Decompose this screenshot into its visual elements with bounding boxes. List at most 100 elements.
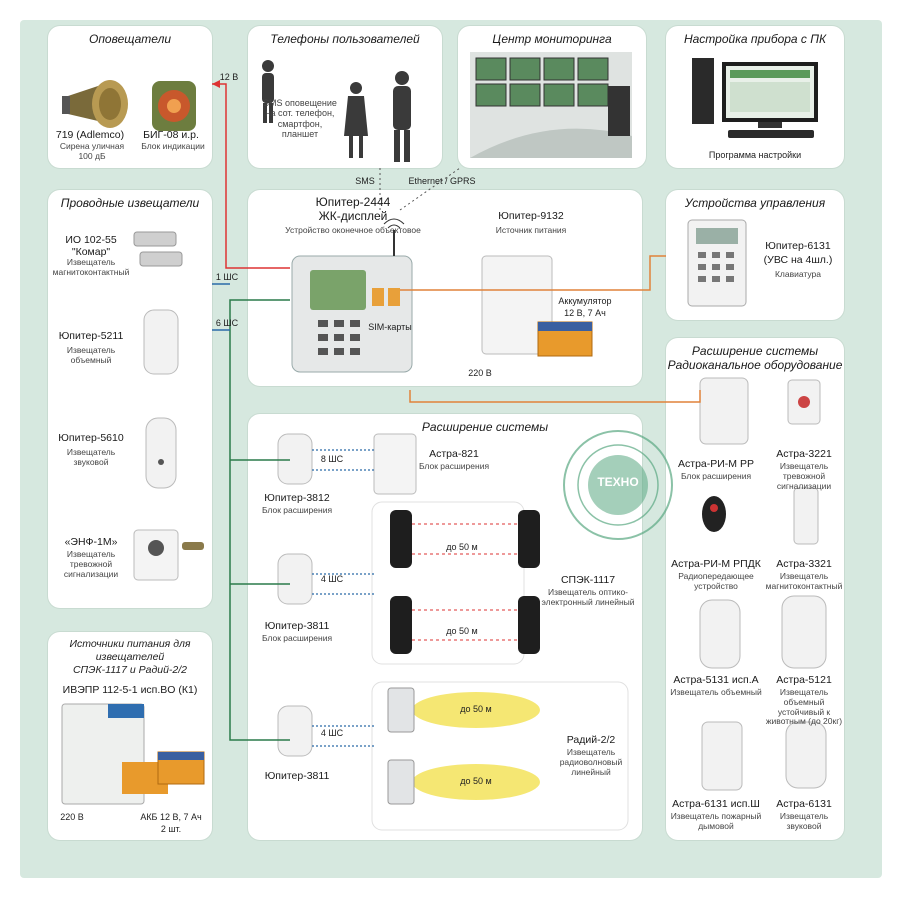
wired-detector-icons [133, 231, 204, 581]
radio-beam-zone-1 [412, 692, 540, 728]
astra821-desc: Блок расширения [418, 461, 490, 471]
d4-desc: Извещатель тревожной сигнализации [63, 549, 119, 579]
shs4b-label: 4 ШС [320, 728, 344, 738]
line-12v-label: 12 В [219, 72, 239, 82]
battery-desc: 12 В, 7 Ач [564, 308, 606, 318]
expansion-icons [277, 433, 629, 831]
panel-phones: Телефоны пользователей SMS оповещение на… [248, 26, 442, 168]
block-3811a-icon [277, 553, 313, 605]
keypad-icon [687, 219, 747, 307]
range-1: до 50 м [446, 542, 478, 552]
r8-desc: Извещатель звуковой [779, 811, 829, 831]
radio-device-icons [699, 377, 827, 791]
u3811b-name: Юпитер-3811 [264, 770, 330, 782]
panel-title: Телефоны пользователей [270, 32, 420, 46]
shs4a-label: 4 ШС [320, 574, 344, 584]
u3812-name: Юпитер-3812 [264, 492, 330, 504]
power-battery: АКБ 12 В, 7 Ач [140, 812, 202, 822]
monitoring-room-icon [470, 52, 632, 158]
panel-notifiers: Оповещатели 719 (Adlemco) Сирена уличная… [48, 26, 212, 168]
radii-desc: Извещатель радиоволновый линейный [559, 747, 623, 777]
panic-button-dot [798, 396, 810, 408]
radio-extender-icon [699, 377, 749, 445]
panel-title: Устройства управления [684, 196, 826, 210]
power-title-2: извещателей [95, 651, 165, 663]
r1-name: Астра-РИ-М РР [678, 458, 754, 470]
sound-detector-icon [145, 417, 177, 489]
woman-icon [344, 82, 368, 158]
range-2: до 50 м [446, 626, 478, 636]
d3-desc: Извещатель звуковой [66, 447, 116, 467]
panel-radio-equipment: Расширение системы Радиоканальное оборуд… [666, 338, 844, 840]
people-icons [262, 60, 411, 162]
battery-name: Аккумулятор [558, 296, 612, 306]
radio-detector-icons [387, 687, 415, 805]
keypad-desc: Клавиатура [774, 269, 822, 279]
r3-name: Астра-РИ-М РПДК [671, 558, 761, 570]
siren1-desc: Сирена уличная 100 дБ [59, 141, 125, 161]
range-3: до 50 м [460, 704, 492, 714]
keypad-name: Юпитер-6131 [765, 240, 831, 252]
u3812-desc: Блок расширения [261, 505, 333, 515]
smoke-detector-icon [701, 721, 743, 791]
radii-name: Радий-2/2 [566, 734, 616, 746]
power-title-3: СПЭК-1117 и Радий-2/2 [72, 664, 188, 676]
power-model: ИВЭПР 112-5-1 исп.BO (К1) [62, 684, 198, 696]
sms-desc: SMS оповещение на сот. телефон, смартфон… [263, 98, 337, 140]
panel-monitoring: Центр мониторинга [458, 26, 646, 168]
panel-title-2: Радиоканальное оборудование [667, 358, 843, 372]
r1-desc: Блок расширения [680, 471, 752, 481]
motion-a-icon [699, 599, 741, 669]
panel-control-devices: Устройства управления Юпитер-6131 (УВС н… [666, 190, 844, 320]
r2-desc: Извещатель тревожной сигнализации [776, 461, 832, 491]
d2-desc: Извещатель объемный [66, 345, 116, 365]
pc-icon [692, 58, 818, 138]
panel-title: Оповещатели [88, 32, 172, 46]
power-source-desc: Источник питания [495, 225, 567, 235]
astra821-icon [373, 433, 417, 495]
siren2-name: БИГ-08 и.р. [143, 129, 199, 141]
power-supply-icon [61, 703, 205, 805]
magnetic-contact-radio-icon [793, 487, 819, 545]
r2-name: Астра-3221 [776, 448, 832, 460]
sound-radio-icon [785, 721, 827, 789]
siren2-desc: Блок индикации [141, 141, 205, 151]
magnetic-contact-icon [133, 231, 183, 267]
central-title-2: ЖК-дисплей [318, 209, 388, 223]
spek-desc: Извещатель оптико-электронный линейный [541, 587, 635, 607]
program-label: Программа настройки [708, 150, 802, 160]
r5-desc: Извещатель объемный [670, 687, 762, 697]
notifier-icons [62, 80, 196, 131]
power-220v: 220 В [60, 812, 84, 822]
indicator-block-icon [152, 81, 196, 131]
panel-wired-detectors: Проводные извещатели ИО 102-55 "Комар" И… [48, 190, 212, 608]
block-3812-icon [277, 433, 313, 485]
sim-label: SIM-карты [368, 322, 412, 332]
beam-detector-icons [390, 510, 540, 654]
panel-central-unit: Юпитер-2444 ЖК-дисплей Устройство оконеч… [248, 190, 642, 386]
shs1-label: 1 ШС [215, 272, 239, 282]
power-battery-count: 2 шт. [160, 824, 182, 834]
d4-name: «ЭНФ-1М» [64, 536, 118, 548]
radio-beam-zone-2 [412, 764, 540, 800]
r5-name: Астра-5131 исп.А [673, 674, 759, 686]
r8-name: Астра-6131 [776, 798, 832, 810]
panel-title: Расширение системы [421, 420, 549, 434]
range-4: до 50 м [460, 776, 492, 786]
motion-detector-icon [143, 309, 179, 375]
panel-system-expansion: Расширение системы [248, 414, 642, 840]
antenna-icon [383, 218, 405, 256]
power-source-name: Юпитер-9132 [498, 210, 564, 222]
astra821-name: Астра-821 [429, 448, 479, 460]
panic-button-icon [133, 529, 204, 581]
central-title-1: Юпитер-2444 [315, 195, 391, 209]
block-3811b-icon [277, 705, 313, 757]
stamp-text: ТЕХНО [597, 475, 639, 489]
power-title-1: Источники питания для [69, 638, 191, 650]
central-desc: Устройство оконечное объектовое [285, 225, 421, 235]
spek-name: СПЭК-1117 [560, 574, 616, 586]
shs8-label: 8 ШС [320, 454, 344, 464]
shs6-label: 6 ШС [215, 318, 239, 328]
panel-pc-setup: Настройка прибора с ПК Программа настрой… [666, 26, 844, 168]
